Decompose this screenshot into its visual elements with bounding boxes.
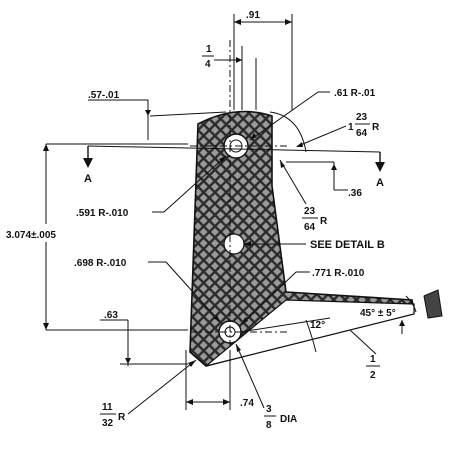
dim-23-64-suffix: R xyxy=(320,216,328,227)
dim-angle-45: 45° ± 5° xyxy=(360,308,396,319)
dim-23-64-den: 64 xyxy=(304,222,316,233)
dim-right-radius-den: 64 xyxy=(356,128,368,139)
dim-top-radius: .61 R-.01 xyxy=(334,88,376,99)
dim-angle-12: 12° xyxy=(310,320,325,331)
dim-11-32-suffix: R xyxy=(118,412,126,423)
dim-74: .74 xyxy=(240,398,254,409)
dim-height: 3.074±.005 xyxy=(6,230,56,241)
dim-half-den: 2 xyxy=(370,370,376,381)
dim-23-64-num: 23 xyxy=(304,206,316,217)
dim-quarter-den: 4 xyxy=(205,59,211,70)
dim-dia-den: 8 xyxy=(266,420,272,431)
dim-dia-suffix: DIA xyxy=(280,414,297,425)
dim-63: .63 xyxy=(104,310,118,321)
dim-36: .36 xyxy=(348,188,362,199)
section-label-left: A xyxy=(84,173,92,185)
grip-bottom-tang xyxy=(205,299,415,367)
dim-11-32-num: 11 xyxy=(102,402,113,413)
section-label-right: A xyxy=(376,177,384,189)
middle-boss xyxy=(223,233,245,255)
dim-top-offset: .57-.01 xyxy=(88,90,120,101)
see-detail-note: SEE DETAIL B xyxy=(310,239,385,251)
dim-top-width: .91 xyxy=(246,10,260,21)
dim-right-radius-whole: 1 xyxy=(348,122,354,133)
dim-698: .698 R-.010 xyxy=(74,258,127,269)
dim-591: .591 R-.010 xyxy=(76,208,129,219)
dim-dia-num: 3 xyxy=(266,404,272,415)
dim-11-32-den: 32 xyxy=(102,418,114,429)
dim-half-num: 1 xyxy=(370,354,376,365)
dim-right-radius-suffix: R xyxy=(372,122,380,133)
dim-quarter-num: 1 xyxy=(206,44,212,55)
dim-right-radius-num: 23 xyxy=(356,112,368,123)
tang-end-detail xyxy=(423,289,443,319)
dim-771: .771 R-.010 xyxy=(312,268,365,279)
